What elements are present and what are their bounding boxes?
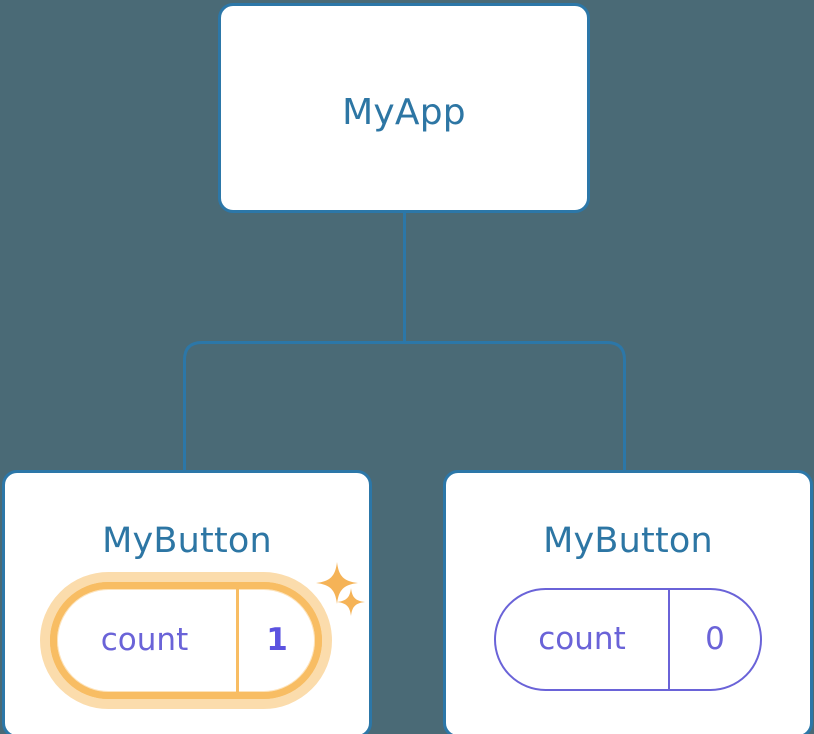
connector-branch-left — [183, 341, 405, 470]
node-myapp[interactable]: MyApp — [218, 3, 590, 213]
state-hook-divider-right — [668, 590, 670, 689]
state-hook-divider-left — [236, 589, 239, 692]
state-hook-value-left: 1 — [266, 622, 288, 658]
state-hook-name-right: count — [538, 621, 626, 657]
state-hook-pill-left[interactable]: count 1 — [40, 572, 332, 709]
state-hook-pill-left-inner: count 1 — [50, 582, 322, 699]
connector-branch-right — [404, 341, 626, 470]
sparkle-small-icon — [337, 588, 365, 616]
sparkle-large-icon — [316, 562, 358, 604]
node-mybutton-right-title: MyButton — [543, 521, 713, 561]
state-hook-name-left: count — [100, 622, 189, 658]
node-mybutton-left-title: MyButton — [102, 521, 272, 561]
state-hook-value-right: 0 — [705, 621, 725, 657]
node-myapp-title: MyApp — [342, 92, 466, 133]
state-hook-pill-right[interactable]: count 0 — [494, 588, 762, 691]
